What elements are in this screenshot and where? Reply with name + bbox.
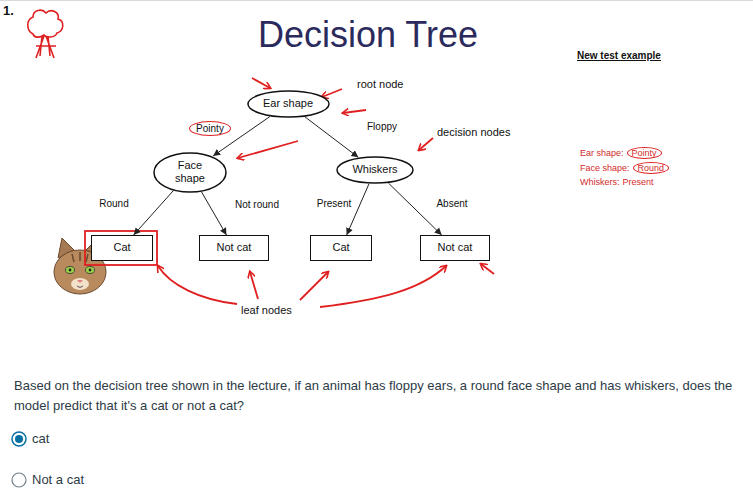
question-number: 1. [3, 3, 14, 18]
annotation-label: decision nodes [437, 126, 510, 138]
feature-row: Whiskers:Present [580, 177, 654, 187]
node-label: Not cat [438, 241, 473, 254]
decision-node: Whiskers [336, 156, 414, 184]
question-text: Based on the decision tree shown in the … [14, 376, 734, 416]
node-label: Cat [113, 241, 130, 254]
node-label: Ear shape [263, 97, 313, 110]
feature-value: Round [633, 162, 670, 174]
edge-label: Pointy [189, 121, 231, 136]
leaf-box: Not cat [420, 235, 490, 261]
leaf-box: Not cat [199, 235, 269, 261]
feature-name: Ear shape: [580, 148, 624, 158]
tree-connector [305, 117, 358, 158]
feature-value: Present [623, 177, 654, 187]
answer-option: cat [32, 431, 49, 446]
edge-label: Not round [233, 199, 281, 210]
feature-name: Whiskers: [580, 177, 620, 187]
edge-label: Present [315, 198, 353, 209]
feature-value: Pointy [627, 147, 662, 159]
ellipse-shape [248, 91, 329, 117]
feature-row: Ear shape:Pointy [580, 147, 662, 159]
node-label: Not cat [217, 241, 252, 254]
edge-label: Round [97, 198, 130, 209]
highlight-box [85, 231, 157, 265]
tree-connector [134, 190, 174, 235]
ellipse-shape [337, 157, 413, 183]
tree-connector [201, 192, 226, 235]
tree-doodle [28, 10, 63, 58]
panel-heading: New test example [577, 50, 661, 61]
leaf-box: Cat [91, 235, 153, 261]
red-annotations [85, 78, 494, 307]
tree-connector [388, 183, 441, 235]
node-label: Face shape [169, 159, 211, 185]
node-label: Cat [332, 241, 349, 254]
node-label: Whiskers [352, 163, 397, 176]
root-node: Ear shape [247, 90, 330, 118]
annotation-label: root node [357, 78, 403, 90]
answer-option: Not a cat [32, 472, 84, 487]
top-rule [0, 0, 753, 1]
feature-name: Face shape: [580, 163, 630, 173]
feature-row: Face shape:Round [580, 162, 669, 174]
edge-label: Absent [434, 198, 469, 209]
radio-buttons [12, 432, 26, 487]
ellipse-shape [154, 153, 226, 192]
decision-node: Face shape [153, 152, 227, 193]
diagram-title: Decision Tree [258, 14, 478, 56]
leaf-box: Cat [310, 235, 372, 261]
tree-connector [347, 184, 369, 235]
edge-label: Floppy [365, 121, 399, 132]
annotation-label: leaf nodes [241, 304, 292, 316]
